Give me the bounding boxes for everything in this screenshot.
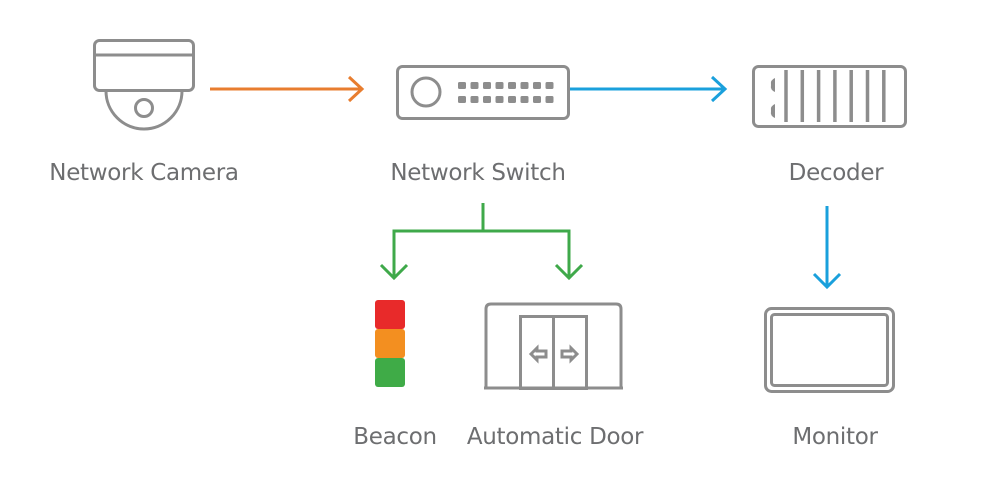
monitor-label: Monitor (792, 424, 878, 450)
monitor-icon (764, 307, 895, 393)
switch-port (533, 96, 541, 103)
switch-port (533, 82, 541, 89)
arrow-switch-to-outputs (379, 203, 584, 281)
switch-port (470, 82, 479, 89)
switch-port (545, 82, 554, 89)
automatic-door-label: Automatic Door (466, 424, 644, 450)
switch-port (508, 82, 516, 89)
switch-port (483, 82, 491, 89)
arrow-camera-to-switch (210, 75, 365, 103)
switch-port (458, 82, 466, 89)
arrow-switch-to-decoder (570, 75, 728, 103)
switch-port (520, 96, 529, 103)
network-switch-icon (396, 65, 570, 120)
sliding-door-icon (484, 302, 623, 390)
switch-port (508, 96, 516, 103)
network-switch-label: Network Switch (390, 160, 566, 186)
arrow-decoder-to-monitor (812, 206, 842, 290)
switch-port (495, 82, 504, 89)
decoder-icon (752, 65, 907, 128)
switch-port (520, 82, 529, 89)
beacon-light-icon (375, 300, 405, 387)
decoder-label: Decoder (788, 160, 884, 186)
beacon-label: Beacon (353, 424, 437, 450)
switch-port (483, 96, 491, 103)
network-camera-label: Network Camera (49, 160, 239, 186)
dome-camera-icon (93, 39, 195, 131)
switch-port (470, 96, 479, 103)
switch-port (458, 96, 466, 103)
switch-port (545, 96, 554, 103)
switch-port (495, 96, 504, 103)
